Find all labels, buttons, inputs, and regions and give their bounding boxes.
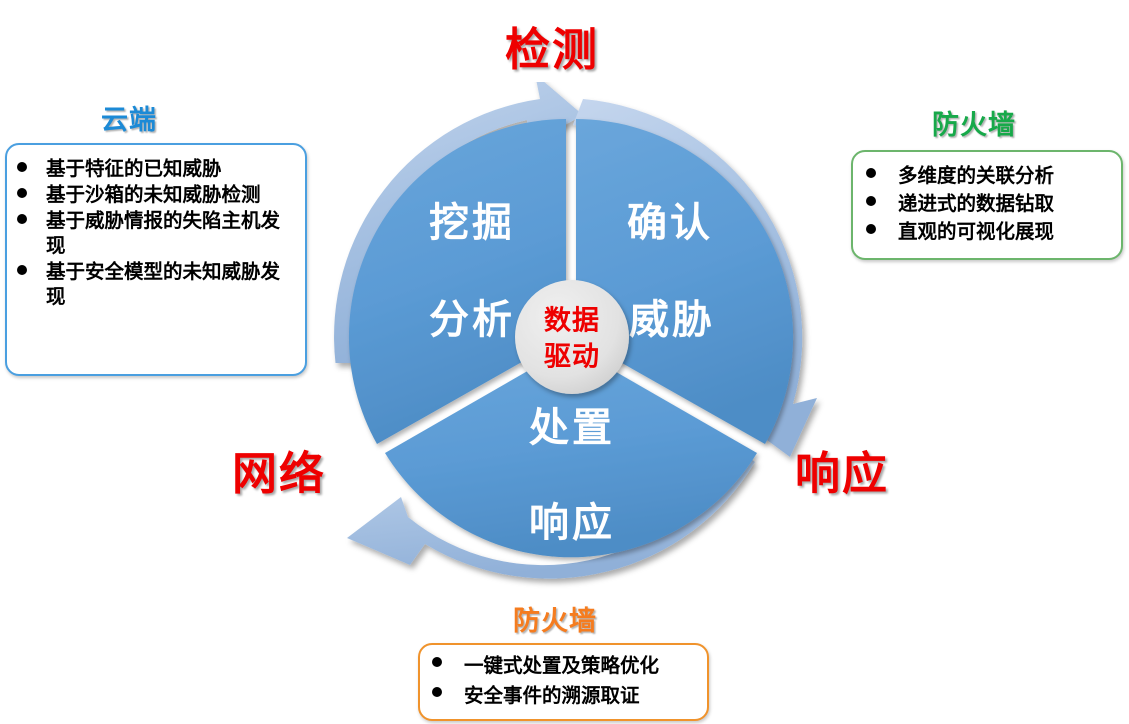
bullet-dot-icon	[17, 161, 27, 172]
callout-list-firewall-right: 多维度的关联分析 递进式的数据钻取 直观的可视化展现	[853, 152, 1121, 246]
stage-label-network: 网络	[232, 447, 327, 500]
list-item: 基于沙箱的未知威胁检测	[17, 182, 297, 207]
list-item: 直观的可视化展现	[866, 218, 1113, 246]
segment-label-upper-left-bottom: 分析	[429, 297, 515, 343]
bullet-dot-icon	[17, 264, 27, 275]
bullet-dot-icon	[866, 223, 876, 234]
callout-title-firewall-right: 防火墙	[932, 110, 1016, 141]
cycle-wheel: 挖掘 分析 确认 威胁 处置 响应 数据 驱动	[325, 82, 825, 592]
callout-list-firewall-bottom: 一键式处置及策略优化 安全事件的溯源取证	[420, 645, 707, 711]
segment-label-upper-left-top: 挖掘	[429, 200, 515, 246]
callout-box-firewall-bottom: 一键式处置及策略优化 安全事件的溯源取证	[418, 643, 709, 721]
list-item: 基于特征的已知威胁	[17, 156, 297, 181]
bullet-dot-icon	[17, 213, 27, 224]
bullet-dot-icon	[866, 195, 876, 206]
list-item-text: 基于特征的已知威胁	[46, 157, 222, 180]
callout-box-cloud: 基于特征的已知威胁 基于沙箱的未知威胁检测 基于威胁情报的失陷主机发现 基于安全…	[5, 143, 307, 376]
callout-list-cloud: 基于特征的已知威胁 基于沙箱的未知威胁检测 基于威胁情报的失陷主机发现 基于安全…	[7, 145, 305, 309]
list-item-text: 直观的可视化展现	[898, 220, 1055, 243]
list-item-text: 基于沙箱的未知威胁检测	[46, 183, 261, 206]
list-item-text: 一键式处置及策略优化	[464, 654, 660, 677]
callout-title-firewall-bottom: 防火墙	[513, 606, 597, 637]
callout-title-cloud: 云端	[101, 105, 157, 136]
bullet-dot-icon	[17, 187, 27, 198]
core-circle	[515, 280, 629, 394]
list-item: 安全事件的溯源取证	[432, 681, 699, 711]
list-item: 一键式处置及策略优化	[432, 651, 699, 681]
segment-label-bottom-top: 处置	[529, 405, 615, 451]
list-item-text: 安全事件的溯源取证	[464, 684, 640, 707]
segment-label-upper-right-bottom: 威胁	[629, 297, 715, 343]
list-item: 递进式的数据钻取	[866, 190, 1113, 218]
list-item-text: 递进式的数据钻取	[898, 192, 1055, 215]
list-item-text: 多维度的关联分析	[898, 164, 1055, 187]
bullet-dot-icon	[866, 167, 876, 178]
core-label-line2: 驱动	[544, 342, 600, 373]
list-item: 基于安全模型的未知威胁发现	[17, 259, 297, 309]
bullet-dot-icon	[432, 656, 442, 667]
list-item: 多维度的关联分析	[866, 162, 1113, 190]
list-item-text: 基于安全模型的未知威胁发现	[46, 260, 281, 308]
list-item: 基于威胁情报的失陷主机发现	[17, 208, 297, 258]
bullet-dot-icon	[432, 686, 442, 697]
core-label-line1: 数据	[544, 306, 600, 337]
callout-box-firewall-right: 多维度的关联分析 递进式的数据钻取 直观的可视化展现	[851, 150, 1123, 260]
stage-label-response: 响应	[795, 447, 890, 500]
segment-label-bottom-bottom: 响应	[529, 500, 615, 546]
segment-label-upper-right-top: 确认	[627, 200, 713, 246]
stage-label-detect: 检测	[505, 23, 600, 76]
list-item-text: 基于威胁情报的失陷主机发现	[46, 209, 281, 257]
